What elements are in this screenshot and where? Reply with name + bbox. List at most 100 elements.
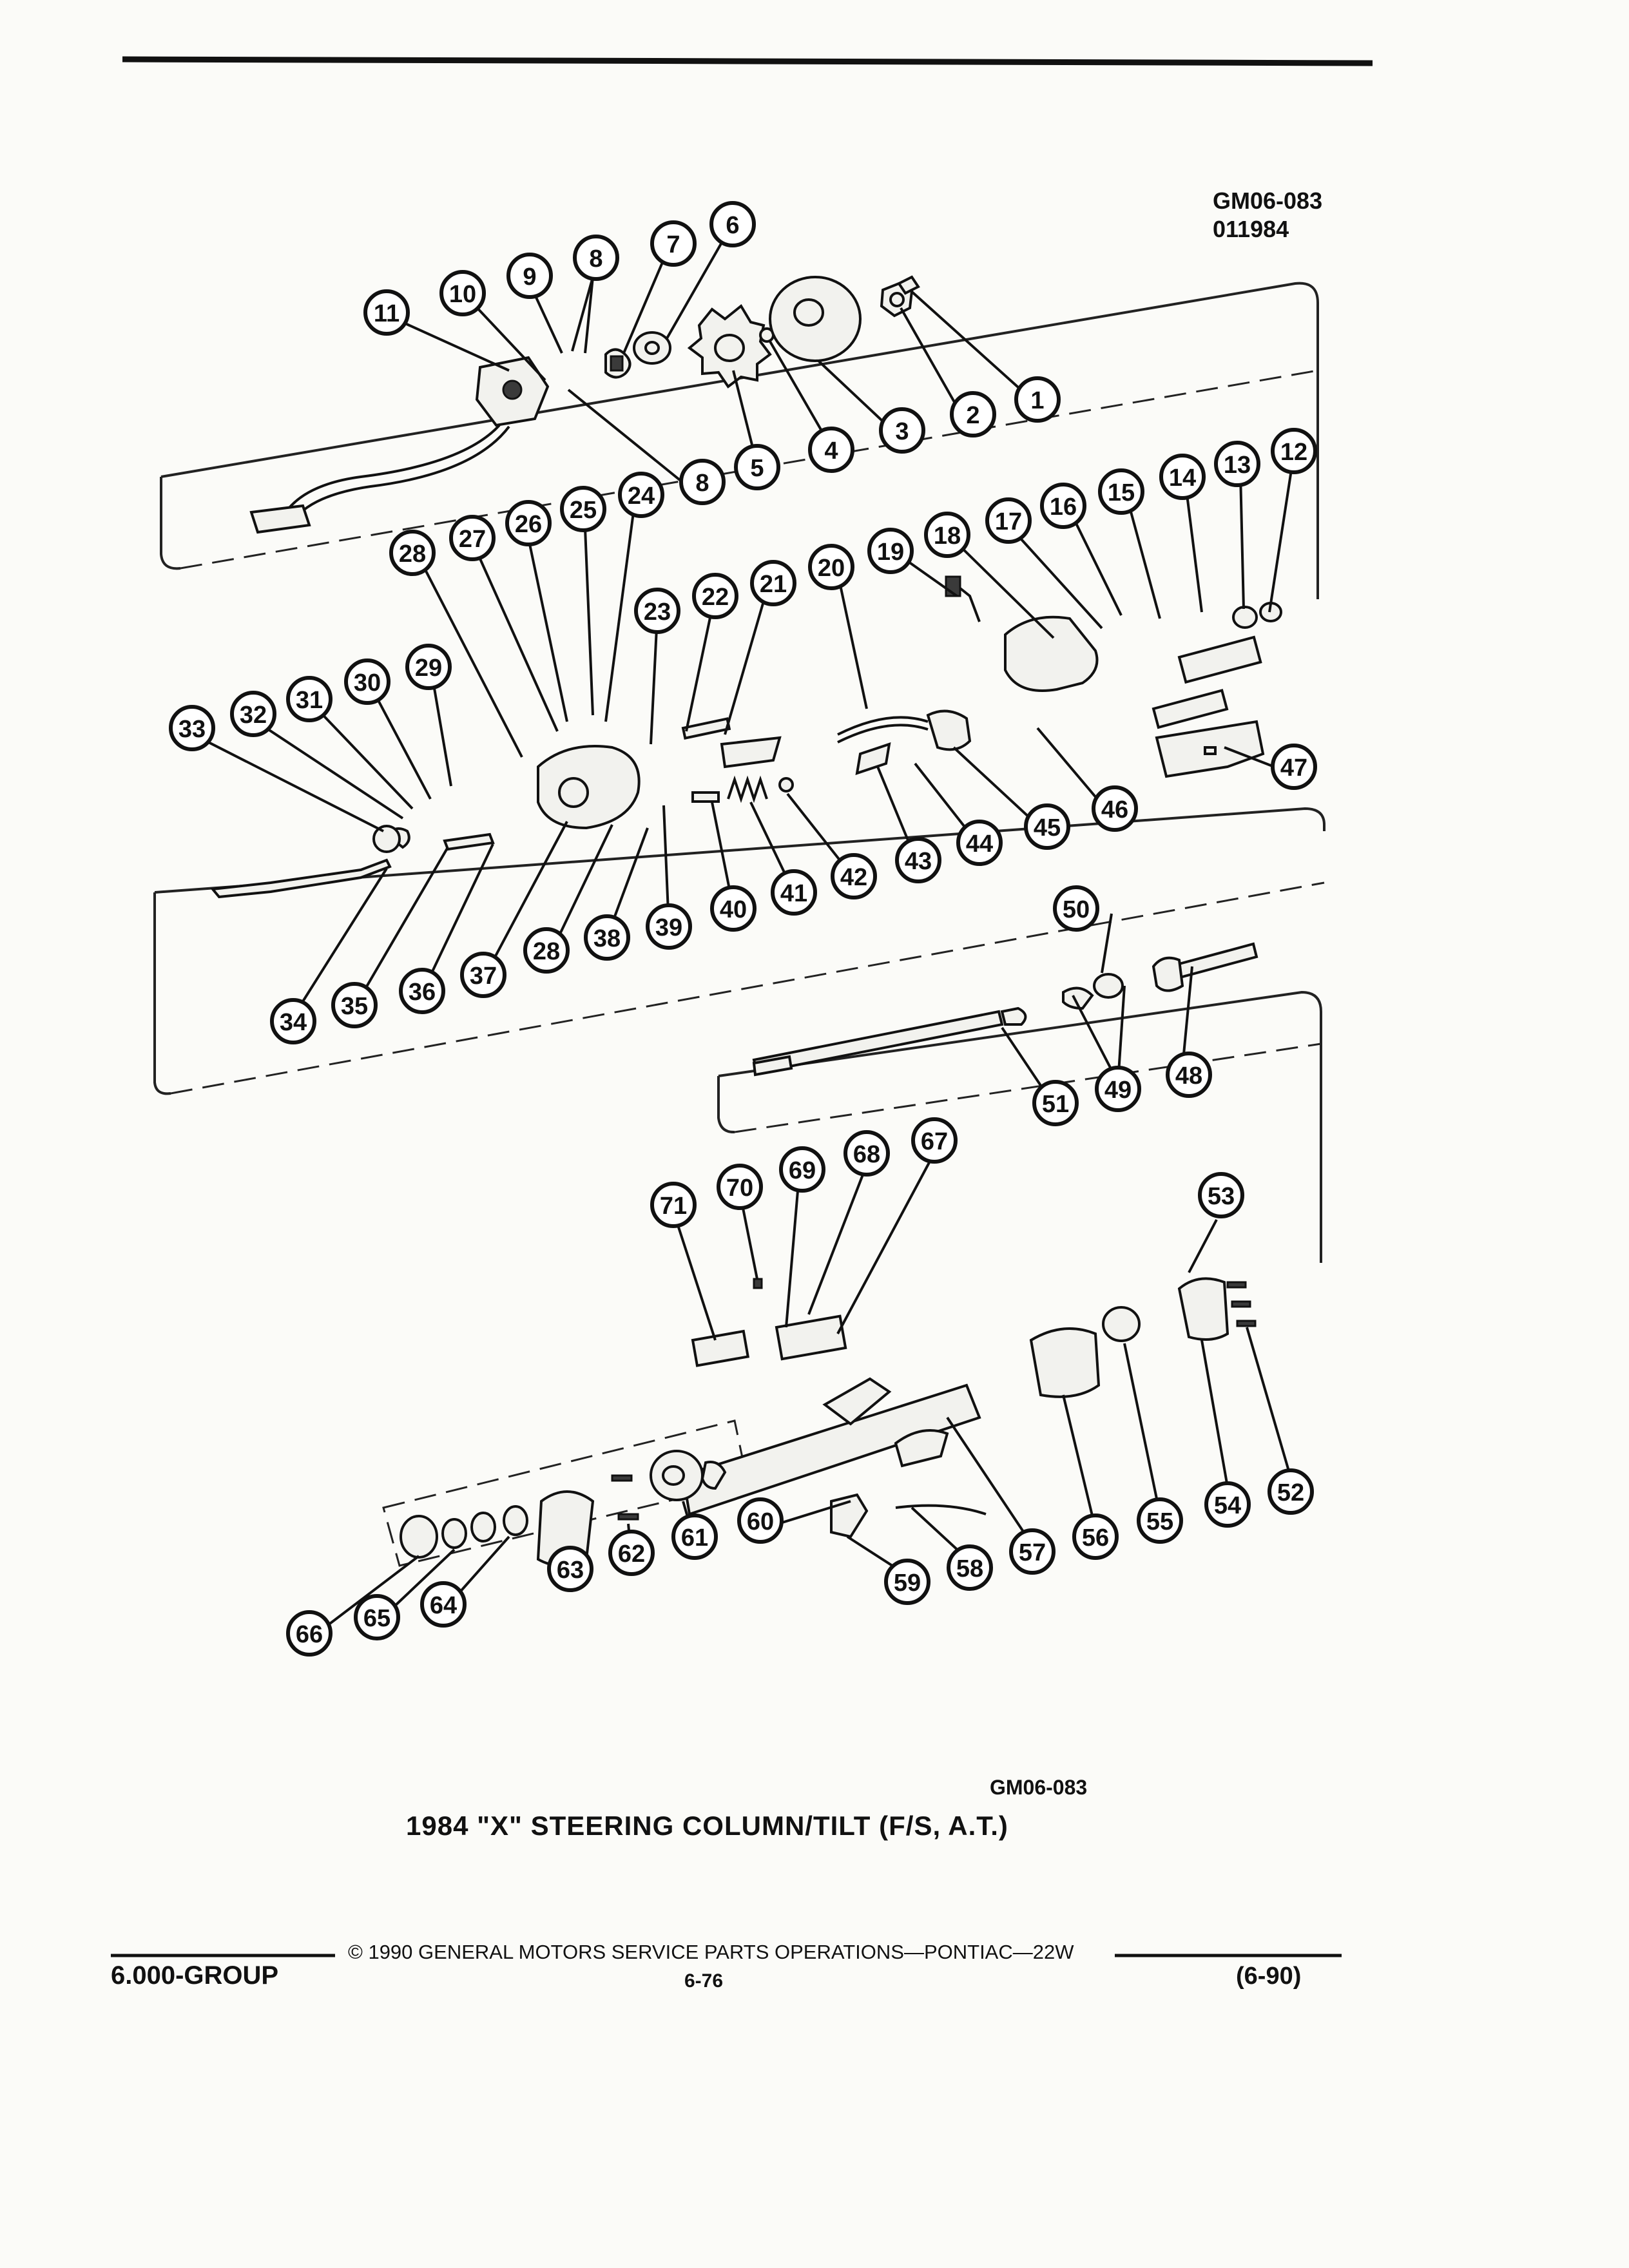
cancelling-cam-spring [604, 348, 631, 379]
header-rule [122, 56, 1373, 66]
svg-text:27: 27 [459, 526, 486, 553]
callout-12: 12 [1271, 428, 1317, 474]
svg-text:28: 28 [399, 541, 426, 568]
svg-text:49: 49 [1104, 1077, 1132, 1104]
callout-14: 14 [1159, 454, 1206, 500]
copyright-line: © 1990 GENERAL MOTORS SERVICE PARTS OPER… [348, 1941, 1074, 1963]
callout-2: 2 [950, 391, 996, 437]
callout-59: 59 [884, 1559, 930, 1605]
svg-text:35: 35 [341, 993, 368, 1020]
callout-37: 37 [460, 952, 506, 998]
svg-text:67: 67 [921, 1128, 948, 1155]
svg-text:11: 11 [374, 300, 400, 327]
intermediate-shaft [752, 1006, 1027, 1077]
callout-30: 30 [344, 658, 390, 705]
callout-11: 11 [363, 289, 410, 336]
svg-text:25: 25 [570, 497, 597, 524]
svg-text:55: 55 [1146, 1508, 1173, 1535]
callout-28b: 28 [523, 927, 570, 974]
svg-text:32: 32 [240, 702, 267, 729]
callout-38: 38 [584, 914, 630, 961]
callout-60: 60 [737, 1497, 784, 1544]
figure-date-top: 011984 [1213, 216, 1289, 242]
lock-plate [633, 331, 671, 365]
callout-51: 51 [1032, 1080, 1079, 1126]
callout-49: 49 [1095, 1066, 1141, 1112]
svg-text:7: 7 [666, 231, 680, 258]
svg-text:20: 20 [818, 555, 845, 582]
svg-text:31: 31 [296, 687, 323, 714]
callout-43: 43 [895, 837, 941, 883]
callout-17: 17 [985, 497, 1032, 544]
callout-4: 4 [808, 427, 854, 473]
svg-text:45: 45 [1034, 814, 1061, 841]
lock-housing-cover [1004, 615, 1099, 692]
callout-8a: 8 [573, 235, 619, 281]
callout-32: 32 [230, 691, 276, 737]
callout-19: 19 [867, 528, 914, 574]
shift-gate-and-levers [210, 825, 495, 899]
revision-date: (6-90) [1236, 1963, 1302, 1990]
callout-22: 22 [692, 573, 738, 619]
lower-bearing-adapter [650, 1450, 727, 1501]
svg-text:8: 8 [589, 245, 602, 273]
figure-reference-header: GM06-083 011984 [1213, 187, 1322, 244]
svg-text:46: 46 [1101, 796, 1128, 823]
callout-69: 69 [779, 1146, 825, 1193]
steering-wheel-hub-cover [769, 276, 862, 362]
lock-bolt-spring [691, 775, 794, 803]
svg-text:5: 5 [750, 455, 764, 482]
svg-text:9: 9 [523, 264, 536, 291]
svg-text:13: 13 [1224, 452, 1251, 479]
svg-text:69: 69 [789, 1157, 816, 1184]
svg-text:57: 57 [1019, 1539, 1046, 1566]
turn-signal-switch [249, 356, 550, 534]
callout-44: 44 [956, 820, 1003, 866]
svg-text:61: 61 [681, 1524, 708, 1552]
cancelling-cam [687, 304, 772, 389]
figure-code-top: GM06-083 [1213, 187, 1323, 214]
callout-56: 56 [1072, 1514, 1119, 1560]
jacket-assembly [681, 1377, 987, 1516]
svg-text:43: 43 [905, 848, 932, 875]
svg-text:26: 26 [515, 511, 542, 538]
callout-25: 25 [560, 486, 606, 532]
housing-bearing [1232, 602, 1282, 629]
svg-text:54: 54 [1214, 1492, 1241, 1519]
callout-58: 58 [947, 1544, 993, 1591]
svg-text:44: 44 [966, 831, 993, 858]
callout-28a: 28 [389, 530, 436, 576]
svg-text:65: 65 [363, 1605, 390, 1632]
callout-16: 16 [1040, 483, 1086, 529]
ignition-switch-lock [837, 709, 972, 775]
dimmer-switch-actuator [1152, 635, 1262, 729]
svg-text:38: 38 [593, 925, 621, 952]
callout-1: 1 [1014, 376, 1061, 423]
svg-text:14: 14 [1169, 465, 1196, 492]
callout-24: 24 [618, 472, 664, 518]
callout-31: 31 [286, 676, 333, 722]
callout-5: 5 [734, 444, 780, 490]
svg-text:48: 48 [1175, 1062, 1202, 1090]
callout-71: 71 [650, 1182, 697, 1228]
upper-jacket-cover [1102, 1277, 1257, 1342]
page-number: 6-76 [684, 1970, 724, 1992]
callout-23: 23 [634, 588, 680, 634]
lock-housing [537, 745, 641, 830]
callout-52: 52 [1268, 1468, 1314, 1515]
callout-57: 57 [1009, 1528, 1055, 1575]
callout-67: 67 [911, 1117, 958, 1164]
callout-18: 18 [924, 512, 970, 558]
svg-text:12: 12 [1280, 439, 1307, 466]
svg-text:70: 70 [726, 1175, 753, 1202]
callout-50: 50 [1053, 885, 1099, 932]
figure-code-bottom: GM06-083 [990, 1776, 1088, 1799]
shift-tube-bearing [1029, 1327, 1101, 1398]
callout-65: 65 [354, 1594, 400, 1640]
svg-text:50: 50 [1063, 896, 1090, 923]
callout-41: 41 [771, 869, 817, 916]
centering-sphere [1062, 973, 1124, 1010]
rack-and-shoe [681, 717, 782, 769]
